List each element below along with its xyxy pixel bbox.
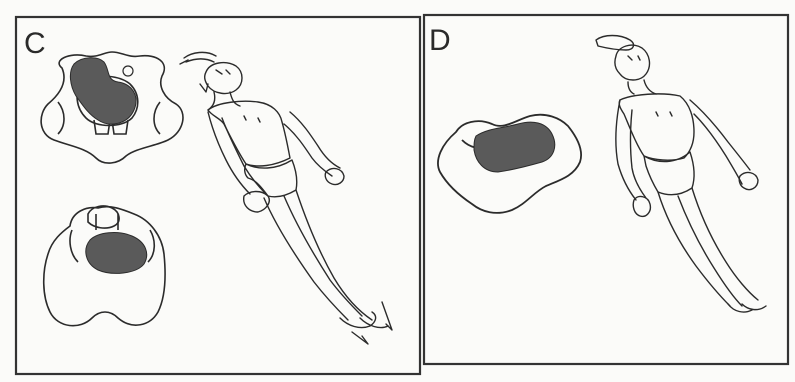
lower-section-lesion (86, 233, 147, 274)
upper-section-canal (123, 66, 133, 76)
panel-d-label: D (429, 26, 451, 56)
panel-c-label: C (24, 29, 46, 59)
